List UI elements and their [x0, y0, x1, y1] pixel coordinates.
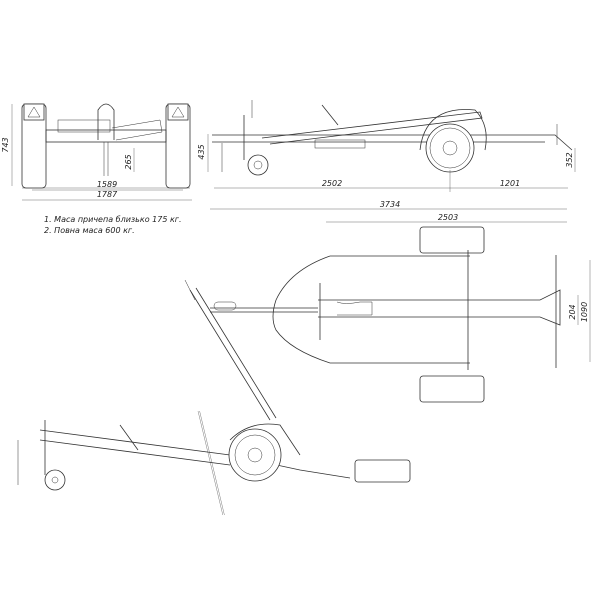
dim-2502: 2502 [322, 179, 342, 188]
dim-204: 204 [568, 304, 577, 319]
dim-1090: 1090 [580, 302, 589, 322]
rear-view-dimensions: 743 265 1589 1787 [1, 104, 192, 201]
notes: 1. Маса причепа близько 175 кг. 2. Повна… [44, 214, 182, 236]
dim-3734: 3734 [380, 200, 400, 209]
dim-1589: 1589 [97, 180, 117, 189]
note-1: 1. Маса причепа близько 175 кг. [44, 215, 182, 224]
dim-743: 743 [1, 137, 10, 152]
dim-435: 435 [197, 144, 206, 159]
dim-352: 352 [565, 152, 574, 167]
side-view [212, 100, 573, 176]
dim-265: 265 [124, 154, 133, 169]
rear-view [21, 103, 191, 189]
side-view-dimensions: 435 352 2502 1201 [197, 134, 576, 192]
dim-1201: 1201 [500, 179, 520, 188]
tilted-view [17, 279, 411, 491]
dim-2503: 2503 [438, 213, 458, 222]
note-2: 2. Повна маса 600 кг. [44, 226, 135, 235]
top-view-dimensions: 3734 2503 204 1090 [210, 200, 591, 362]
dim-1787: 1787 [97, 190, 118, 199]
